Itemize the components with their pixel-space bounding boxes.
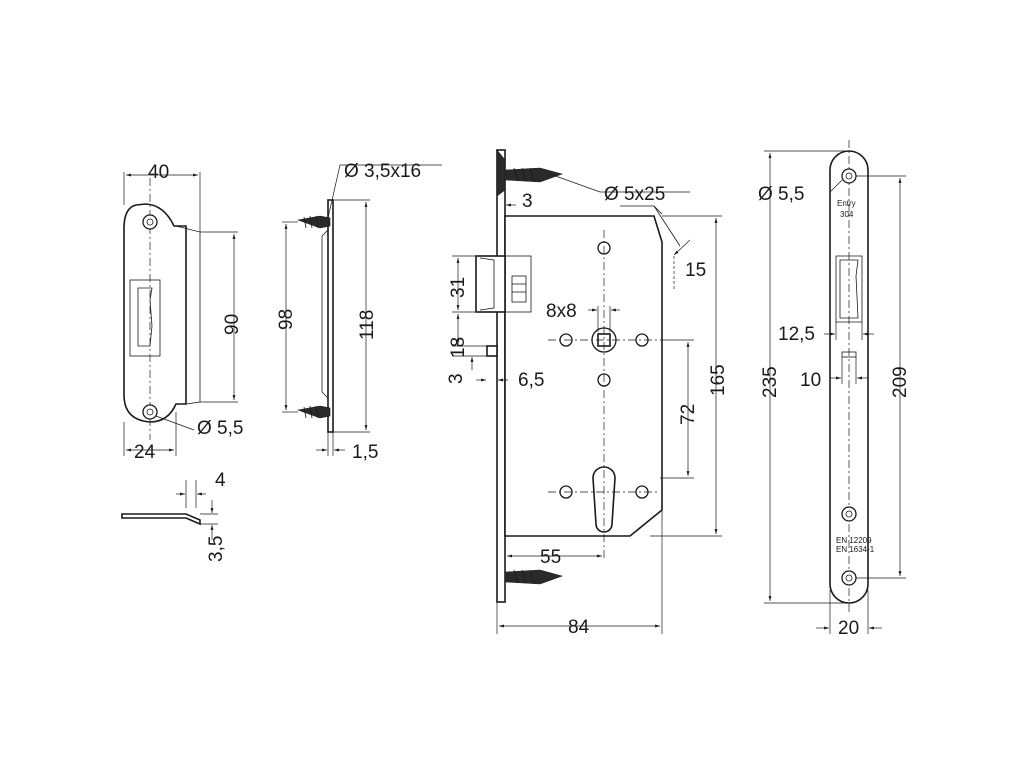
backset-label: 55 — [540, 547, 561, 568]
screw-bottom — [505, 569, 563, 585]
latch-height-label: 31 — [448, 277, 469, 298]
lock-faceplate-side — [496, 149, 506, 603]
small-offset-label: 3 — [446, 373, 467, 384]
faceplate-width-label: 20 — [838, 618, 859, 639]
latch-width-label: 12,5 — [778, 324, 815, 345]
cylinder-hole — [592, 466, 616, 533]
latch-offset-label: 18 — [448, 337, 469, 358]
strike-side-view — [296, 199, 334, 433]
screw-top — [296, 215, 331, 229]
strike-hole-diameter-label: Ø 5,5 — [197, 418, 243, 439]
small-gap-label: 6,5 — [518, 370, 544, 391]
strike-side-dimensions: Ø 3,5x16 98 118 1,5 — [276, 161, 442, 463]
model-line1: Entry — [837, 199, 856, 208]
faceplate-hole-distance-label: 209 — [890, 366, 911, 398]
faceplate-offset-label: 3 — [522, 191, 533, 212]
faceplate-hole-label: Ø 5,5 — [758, 184, 804, 205]
strike-thickness-label: 4 — [215, 470, 226, 491]
faceplate-length-label: 235 — [760, 366, 781, 398]
strike-width-label: 40 — [148, 162, 169, 183]
strike-plate-dimensions: 40 90 24 Ø 5,5 — [123, 162, 243, 463]
small-bolt — [486, 345, 498, 357]
strike-inner-height-label: 98 — [276, 309, 297, 330]
spindle-label: 8x8 — [546, 301, 577, 322]
screw-bottom — [296, 405, 331, 419]
standard-1: EN 12209 — [836, 536, 872, 545]
strike-plate-section: 4 3,5 — [121, 470, 227, 562]
model-line2: 304 — [840, 210, 854, 219]
standard-2: EN 1634-1 — [836, 545, 875, 554]
faceplate-dimensions: Ø 5,5 235 209 12,5 10 20 — [758, 150, 911, 639]
strike-outer-height-label: 118 — [357, 310, 378, 340]
lock-body-dimensions: Ø 5x25 3 15 31 18 3 6,5 8x8 — [446, 173, 729, 638]
screw-top — [496, 149, 563, 197]
strike-depth-label: 3,5 — [206, 536, 227, 562]
strike-height-label: 90 — [222, 314, 243, 335]
body-depth-label: 84 — [568, 617, 590, 638]
strike-screw-label: Ø 3,5x16 — [344, 161, 421, 182]
strike-bottom-offset-label: 24 — [134, 442, 156, 463]
body-height-label: 165 — [708, 364, 729, 396]
lock-body — [475, 149, 681, 603]
center-distance-label: 72 — [678, 404, 699, 425]
bevel-label: 15 — [685, 260, 706, 281]
slot-width-label: 10 — [800, 370, 821, 391]
strike-plate-thickness-label: 1,5 — [352, 442, 378, 463]
body-screw-label: Ø 5x25 — [604, 184, 665, 205]
latch-bolt — [475, 255, 532, 313]
faceplate-front: Entry 304 EN 12209 EN 1634-1 — [829, 140, 875, 614]
strike-plate-front — [123, 178, 201, 440]
